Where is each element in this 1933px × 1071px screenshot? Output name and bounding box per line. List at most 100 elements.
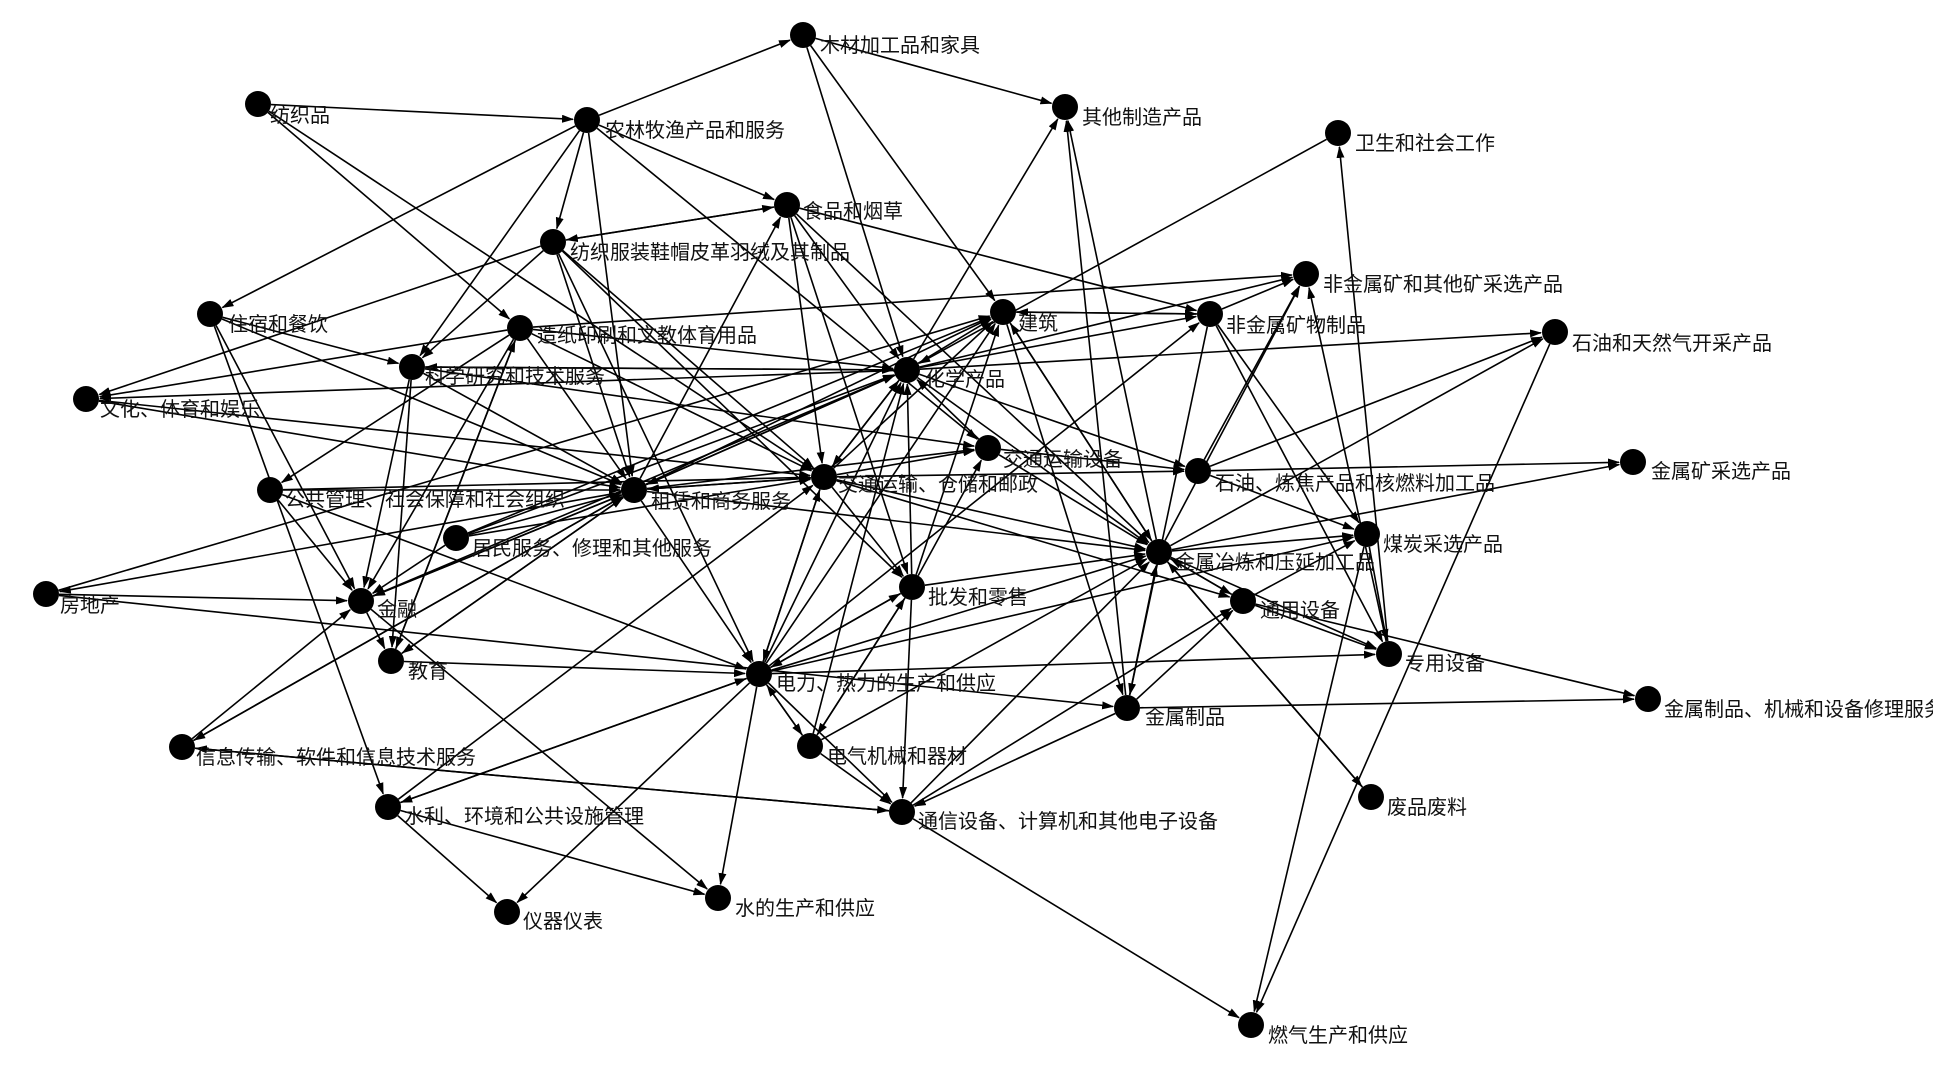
edge-wholesale-to-construct: [915, 324, 1000, 575]
edge-agri-to-apparel: [555, 132, 585, 230]
edge-nonmetal_prod-to-nonmetal_mine: [1221, 278, 1295, 310]
edge-wood-to-other_mfg: [815, 37, 1053, 105]
edge-nonmetal_prod-to-construct: [1016, 308, 1198, 317]
edge-trans_equip-to-chem: [916, 379, 980, 440]
edge-paper-to-culture: [98, 329, 508, 399]
edge-transport-to-trans_equip: [836, 448, 976, 476]
edge-petro-to-oil_gas: [1209, 336, 1543, 468]
edge-electrical-to-telecom: [820, 752, 892, 805]
edge-metal_prod-to-repair: [1139, 695, 1635, 709]
edge-research-to-finance: [362, 379, 410, 589]
edge-food-to-nonmetal_prod: [799, 207, 1198, 312]
edge-education-to-paper: [394, 340, 516, 650]
edge-apparel-to-leasing: [556, 254, 631, 478]
edge-construct-to-metal_prod: [1006, 324, 1124, 696]
node-coal: [1354, 521, 1380, 547]
node-label-telecom: 通信设备、计算机和其他电子设备: [918, 809, 1218, 833]
edge-electrical-to-wholesale: [816, 597, 906, 736]
edge-apparel-to-culture: [98, 245, 541, 396]
edge-general_equip-to-coal: [1254, 539, 1356, 596]
edge-chem-to-other_mfg: [913, 118, 1059, 360]
node-layer: [33, 22, 1661, 1038]
node-label-agri: 农林牧渔产品和服务: [605, 118, 785, 142]
edge-leasing-to-realestate: [58, 491, 622, 594]
edge-textile-to-transport: [268, 110, 814, 470]
edge-research-to-trans_equip: [424, 368, 976, 449]
edge-metal_smelt-to-special_equip: [1170, 556, 1378, 650]
node-label-repair: 金属制品、机械和设备修理服务: [1664, 697, 1933, 721]
edge-wholesale-to-chem: [903, 383, 913, 575]
edge-realestate-to-metal_prod: [58, 594, 1115, 710]
edge-wood-to-chem: [806, 47, 904, 358]
node-label-chem: 化学产品: [925, 367, 1005, 391]
edge-electrical-to-chem: [812, 382, 905, 734]
edge-general_equip-to-metal_smelt: [1170, 558, 1233, 596]
edge-textile-to-agri: [270, 103, 574, 123]
label-layer: 木材加工品和家具其他制造产品纺织品农林牧渔产品和服务卫生和社会工作食品和烟草纺织…: [60, 33, 1933, 1047]
edge-water_env-to-water: [400, 809, 706, 896]
edge-metal_smelt-to-coal: [1171, 532, 1355, 552]
node-metal_mine: [1620, 449, 1646, 475]
node-label-public_admin: 公共管理、社会保障和社会组织: [285, 487, 565, 511]
node-label-resident: 居民服务、修理和其他服务: [472, 536, 712, 560]
node-water: [705, 885, 731, 911]
node-label-trans_equip: 交通运输设备: [1003, 447, 1123, 471]
edge-metal_prod-to-metal_smelt: [1128, 564, 1158, 696]
node-apparel: [540, 229, 566, 255]
node-special_equip: [1376, 641, 1402, 667]
node-label-research: 科学研究和技术服务: [425, 364, 605, 388]
edge-transport-to-metal_smelt: [836, 479, 1147, 551]
edge-chem-to-oil_gas: [919, 329, 1542, 370]
node-label-food: 食品和烟草: [803, 199, 903, 223]
edge-leasing-to-metal_smelt: [646, 490, 1147, 554]
edge-resident-to-transport: [468, 477, 812, 537]
node-label-construct: 建筑: [1018, 311, 1058, 335]
edge-food-to-apparel: [565, 206, 775, 243]
edge-oil_gas-to-gas: [1255, 343, 1551, 1014]
edge-special_equip-to-health: [1336, 145, 1389, 642]
edge-textile-to-paper: [267, 111, 511, 320]
edge-power-to-construct: [765, 322, 996, 664]
node-label-water: 水的生产和供应: [735, 896, 875, 920]
edge-agri-to-trans_equip: [596, 127, 978, 440]
node-telecom: [889, 799, 915, 825]
edge-paper-to-public_admin: [280, 334, 510, 484]
node-label-electrical: 电气机械和器材: [827, 744, 967, 768]
edge-wood-to-construct: [809, 45, 996, 302]
node-other_mfg: [1052, 94, 1078, 120]
node-label-coal: 煤炭采选产品: [1383, 532, 1503, 556]
node-label-apparel: 纺织服装鞋帽皮革羽绒及其制品: [570, 240, 850, 264]
node-label-metal_mine: 金属矿采选产品: [1651, 459, 1791, 483]
node-scrap: [1358, 784, 1384, 810]
node-label-power: 电力、热力的生产和供应: [776, 671, 996, 695]
edge-chem-to-nonmetal_prod: [919, 314, 1198, 369]
node-label-realestate: 房地产: [60, 593, 120, 617]
edge-agri-to-leasing: [587, 132, 635, 478]
edge-leasing-to-food: [639, 216, 782, 479]
edge-metal_prod-to-other_mfg: [1063, 119, 1127, 696]
edge-hotel-to-leasing: [221, 318, 623, 486]
edge-power-to-instrument: [516, 682, 751, 904]
edge-wholesale-to-telecom: [899, 599, 913, 799]
node-nonmetal_mine: [1293, 261, 1319, 287]
edge-petro-to-metal_mine: [1210, 458, 1620, 472]
node-label-nonmetal_prod: 非金属矿物制品: [1226, 313, 1366, 337]
node-info: [169, 734, 195, 760]
edge-power-to-wholesale: [769, 593, 901, 669]
node-wood: [790, 22, 816, 48]
edge-electrical-to-metal_smelt: [821, 558, 1148, 741]
node-petro: [1185, 458, 1211, 484]
edge-paper-to-finance: [367, 338, 515, 590]
node-health: [1325, 120, 1351, 146]
edge-apparel-to-power: [557, 253, 754, 663]
edge-culture-to-leasing: [98, 400, 622, 490]
edge-metal_prod-to-general_equip: [1136, 609, 1234, 700]
node-label-general_equip: 通用设备: [1260, 598, 1340, 622]
edge-research-to-education: [388, 379, 412, 648]
edge-power-to-chem: [763, 381, 902, 663]
edge-metal_smelt-to-other_mfg: [1066, 119, 1158, 540]
edge-metal_prod-to-telecom: [913, 712, 1116, 807]
edge-wholesale-to-trans_equip: [917, 459, 983, 576]
edge-transport-to-general_equip: [836, 479, 1231, 598]
edge-finance-to-education: [366, 612, 386, 650]
